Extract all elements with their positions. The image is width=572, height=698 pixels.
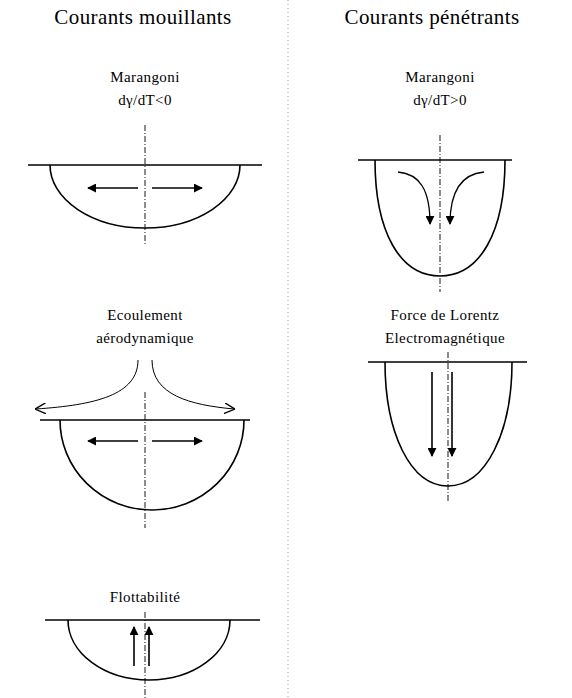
formula-label: dγ/dT>0 xyxy=(340,89,540,112)
mechanism-label: Marangoni xyxy=(45,66,245,89)
column-heading: Courants mouillants xyxy=(8,6,278,29)
pool-buoyancy xyxy=(45,612,260,698)
pool-aerodynamic xyxy=(36,360,250,528)
column-heading: Courants pénétrants xyxy=(297,6,567,29)
pool-lorentz xyxy=(368,352,527,502)
mechanism-label: Force de Lorentz Electromagnétique xyxy=(370,304,520,350)
formula-label: dγ/dT<0 xyxy=(45,89,245,112)
mechanism-label: Flottabilité xyxy=(45,586,245,609)
mechanism-label: Ecoulement aérodynamique xyxy=(70,304,220,350)
column-divider xyxy=(288,0,289,698)
pool-marangoni-positive xyxy=(358,135,512,292)
pool-marangoni-negative xyxy=(28,125,262,245)
mechanism-label: Marangoni xyxy=(340,66,540,89)
